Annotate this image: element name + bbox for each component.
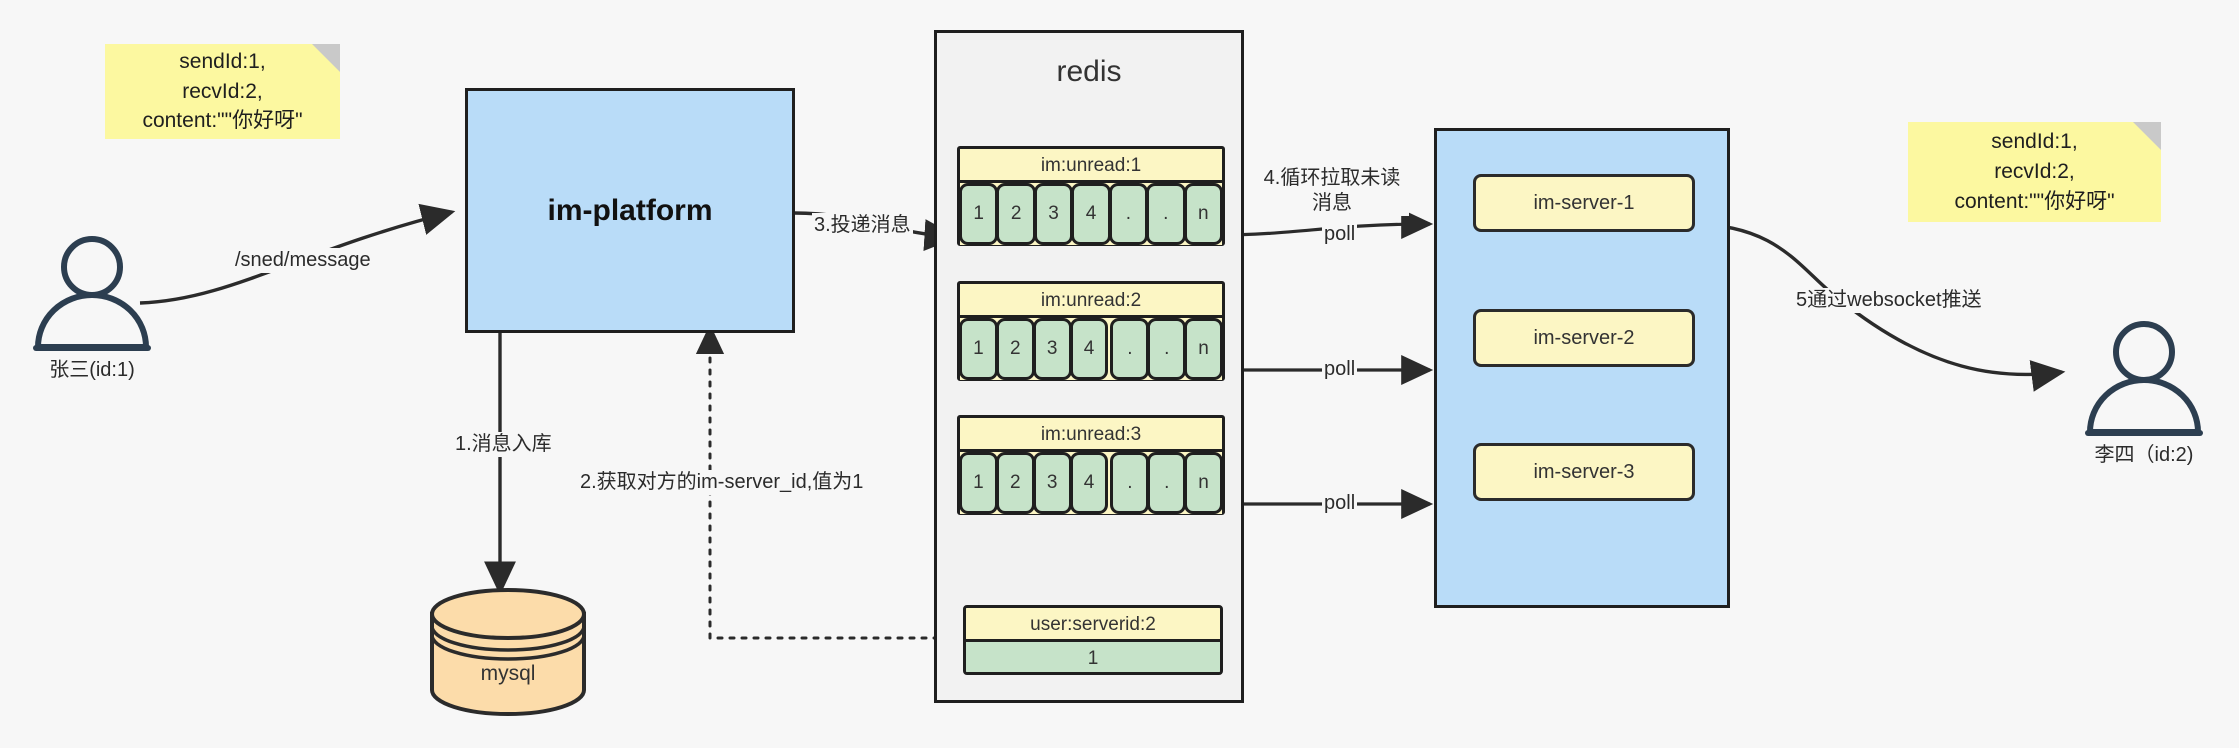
note-left-line-3: content:""你好呀" bbox=[142, 109, 303, 133]
queue-cell: . bbox=[1146, 183, 1186, 245]
queue-cell: n bbox=[1184, 318, 1224, 380]
im-server-2-label: im-server-2 bbox=[1533, 326, 1635, 349]
queue-cell: 3 bbox=[1032, 452, 1072, 514]
actor-receiver-label: 李四（id:2) bbox=[2094, 444, 2194, 466]
im-server-1-label: im-server-1 bbox=[1533, 191, 1635, 214]
note-right-line-3: content:""你好呀" bbox=[1954, 189, 2115, 213]
queue-cell: n bbox=[1184, 452, 1224, 514]
redis-queue-0-key: im:unread:1 bbox=[960, 149, 1222, 183]
edge-label-poll-2: poll bbox=[1322, 357, 1358, 382]
redis-queue-2-key: im:unread:3 bbox=[960, 418, 1222, 452]
im-platform-label: im-platform bbox=[547, 193, 713, 227]
im-server-1[interactable]: im-server-1 bbox=[1473, 174, 1695, 232]
actor-sender: 张三(id:1) bbox=[28, 235, 156, 382]
im-server-3-label: im-server-3 bbox=[1533, 460, 1635, 483]
note-fold-corner-icon bbox=[312, 44, 340, 72]
queue-cell: 1 bbox=[959, 183, 999, 245]
queue-cell: 3 bbox=[1033, 183, 1074, 245]
edge-label-step3: 3.投递消息 bbox=[812, 213, 913, 238]
redis-title: redis bbox=[1056, 55, 1122, 88]
note-left-line-1: sendId:1, bbox=[179, 49, 266, 73]
actor-sender-label: 张三(id:1) bbox=[49, 359, 135, 381]
redis-kv-user-serverid[interactable]: user:serverid:2 1 bbox=[963, 605, 1223, 675]
queue-cell: . bbox=[1108, 183, 1149, 245]
queue-cell: . bbox=[1110, 452, 1150, 514]
redis-queue-1-key: im:unread:2 bbox=[960, 284, 1222, 318]
queue-cell: 4 bbox=[1069, 452, 1109, 514]
person-icon bbox=[33, 236, 151, 351]
im-server-cluster: im-server-1 im-server-2 im-server-3 bbox=[1434, 128, 1730, 608]
redis-queue-1[interactable]: im:unread:2 1 2 3 4 . . n bbox=[957, 281, 1225, 381]
note-right-line-2: recvId:2, bbox=[1994, 160, 2075, 184]
queue-cell: n bbox=[1183, 183, 1223, 245]
redis-kv-key: user:serverid:2 bbox=[966, 608, 1220, 642]
person-icon bbox=[2085, 321, 2203, 436]
queue-cell: . bbox=[1147, 318, 1187, 380]
mysql-database[interactable]: mysql bbox=[428, 588, 588, 716]
redis-queue-0-cells: 1 2 3 4 . . n bbox=[959, 183, 1223, 245]
note-fold-corner-icon bbox=[2133, 122, 2161, 150]
queue-cell: 2 bbox=[996, 183, 1036, 245]
mysql-label: mysql bbox=[481, 662, 536, 685]
queue-cell: 2 bbox=[995, 452, 1035, 514]
actor-receiver: 李四（id:2) bbox=[2080, 320, 2208, 467]
note-left: sendId:1, recvId:2, content:""你好呀" bbox=[105, 44, 340, 139]
redis-queue-2-cells: 1 2 3 4 . . n bbox=[959, 452, 1224, 514]
redis-queue-0[interactable]: im:unread:1 1 2 3 4 . . n bbox=[957, 146, 1225, 246]
im-server-2[interactable]: im-server-2 bbox=[1473, 309, 1695, 367]
edge-label-step5: 5通过websocket推送 bbox=[1794, 288, 1984, 313]
edge-label-send-message: /sned/message bbox=[233, 248, 373, 273]
redis-kv-value: 1 bbox=[966, 642, 1220, 672]
edge-label-poll-1: poll bbox=[1322, 222, 1358, 247]
queue-cell: 1 bbox=[959, 318, 998, 380]
edge-label-step4: 4.循环拉取未读消息 bbox=[1255, 166, 1409, 216]
im-platform-box[interactable]: im-platform bbox=[465, 88, 795, 333]
note-right-line-1: sendId:1, bbox=[1991, 130, 2078, 154]
note-right: sendId:1, recvId:2, content:""你好呀" bbox=[1908, 122, 2161, 222]
edge-label-poll-3: poll bbox=[1322, 491, 1358, 516]
redis-queue-1-cells: 1 2 3 4 . . n bbox=[959, 318, 1224, 380]
queue-cell: 1 bbox=[959, 452, 998, 514]
queue-cell: . bbox=[1110, 318, 1150, 380]
queue-cell: 2 bbox=[995, 318, 1035, 380]
edge-label-step1: 1.消息入库 bbox=[453, 432, 554, 457]
queue-cell: . bbox=[1147, 452, 1187, 514]
queue-cell: 3 bbox=[1032, 318, 1072, 380]
note-left-line-2: recvId:2, bbox=[182, 79, 263, 103]
redis-queue-2[interactable]: im:unread:3 1 2 3 4 . . n bbox=[957, 415, 1225, 515]
redis-container: redis im:unread:1 1 2 3 4 . . n im:unrea… bbox=[934, 30, 1244, 703]
edge-label-step2: 2.获取对方的im-server_id,值为1 bbox=[578, 470, 866, 495]
queue-cell: 4 bbox=[1069, 318, 1109, 380]
queue-cell: 4 bbox=[1071, 183, 1111, 245]
im-server-3[interactable]: im-server-3 bbox=[1473, 443, 1695, 501]
database-cylinder-icon: mysql bbox=[430, 588, 586, 716]
